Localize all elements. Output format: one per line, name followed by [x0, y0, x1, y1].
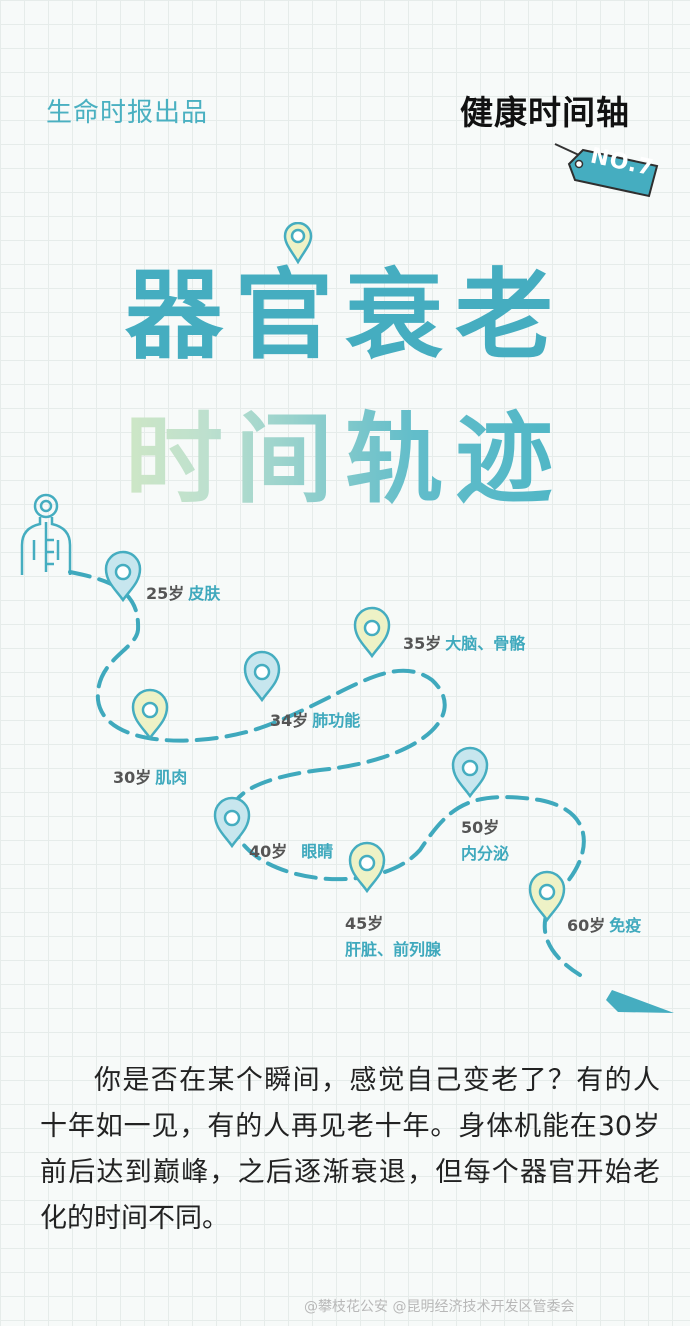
- milestone-age: 50岁: [461, 818, 500, 837]
- pin-icon: [528, 870, 566, 922]
- milestone-organ: 肺功能: [312, 711, 361, 730]
- milestone-label: 50岁内分泌: [461, 814, 509, 864]
- milestone-label: 45岁肝脏、前列腺: [345, 910, 441, 960]
- milestone-label: 34岁肺功能: [270, 707, 360, 731]
- timeline-path: [20, 493, 674, 1013]
- milestone-organ: 皮肤: [188, 584, 221, 603]
- milestone-age: 34岁: [270, 711, 309, 730]
- milestone-label: 25岁皮肤: [146, 580, 220, 604]
- tag-icon: [554, 143, 659, 198]
- milestone-age: 45岁: [345, 914, 384, 933]
- milestone-label: 30岁肌肉: [113, 764, 187, 788]
- milestone-age: 25岁: [146, 584, 185, 603]
- title-pin-icon: [283, 222, 313, 264]
- series-title: 健康时间轴: [460, 93, 630, 132]
- milestone-organ: 肌肉: [155, 768, 188, 787]
- milestone-organ: 肝脏、前列腺: [345, 940, 442, 959]
- milestone-label: 40岁眼睛: [249, 838, 333, 862]
- milestone-age: 40岁: [249, 842, 288, 861]
- body-paragraph: 你是否在某个瞬间，感觉自己变老了？有的人十年如一见，有的人再见老十年。身体机能在…: [40, 1065, 660, 1234]
- pin-icon: [243, 650, 281, 702]
- pin-icon: [348, 841, 386, 893]
- milestone-organ: 大脑、骨骼: [445, 634, 526, 653]
- milestone-age: 35岁: [403, 634, 442, 653]
- pin-icon: [104, 550, 142, 602]
- pin-icon: [213, 796, 251, 848]
- main-title: 器官衰老: [124, 259, 565, 373]
- publisher-label: 生命时报出品: [46, 98, 209, 128]
- footer-credits: @攀枝花公安 @昆明经济技术开发区管委会: [304, 1299, 575, 1315]
- sub-title: 时间轨迹: [0, 380, 690, 522]
- pin-icon: [353, 606, 391, 658]
- milestone-organ: 眼睛: [301, 842, 334, 861]
- milestone-label: 35岁大脑、骨骼: [403, 630, 525, 654]
- milestone-organ: 免疫: [609, 916, 642, 935]
- milestone-age: 60岁: [567, 916, 606, 935]
- pin-icon: [131, 688, 169, 740]
- milestone-organ: 内分泌: [461, 844, 510, 863]
- milestone-age: 30岁: [113, 768, 152, 787]
- milestone-label: 60岁免疫: [567, 912, 641, 936]
- pin-icon: [451, 746, 489, 798]
- human-figure-icon: [20, 493, 72, 575]
